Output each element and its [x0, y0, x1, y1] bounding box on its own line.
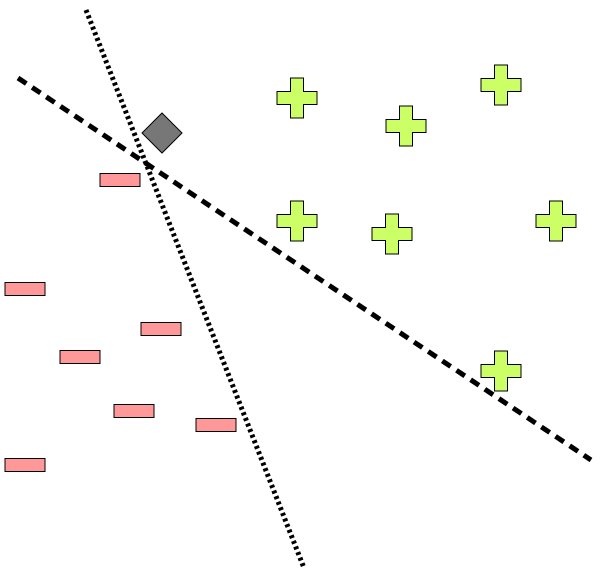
- diamond-icon: [141, 112, 183, 154]
- minus-icon: [59, 350, 101, 364]
- plus-icon: [276, 200, 318, 242]
- plus-icon: [480, 350, 522, 392]
- plus-icon: [535, 200, 577, 242]
- shallow-boundary-line: [16, 75, 593, 463]
- plus-icon: [371, 213, 413, 255]
- minus-icon: [4, 282, 46, 296]
- plus-icon: [385, 105, 427, 147]
- steep-boundary-line: [83, 9, 307, 569]
- minus-icon: [99, 173, 141, 187]
- minus-icon: [113, 404, 155, 418]
- minus-icon: [195, 418, 237, 432]
- plus-icon: [276, 77, 318, 119]
- plus-icon: [480, 64, 522, 106]
- minus-icon: [4, 458, 46, 472]
- minus-icon: [140, 322, 182, 336]
